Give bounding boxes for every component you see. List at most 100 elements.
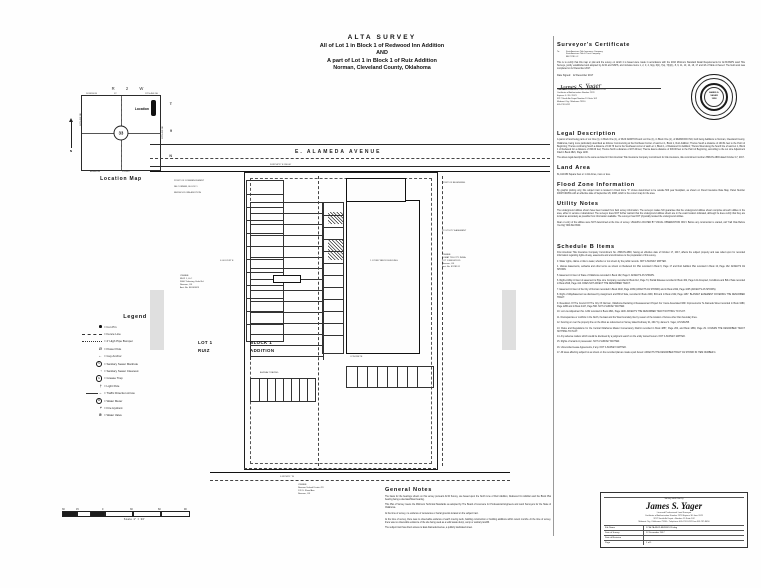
street-label-alameda: E. ALAMEDA AVENUE	[295, 149, 382, 155]
annotation-north-bearing: N 89°58'11" E 330.00'	[270, 164, 292, 166]
stamp-sub-0: Licensed Professional Land Surveyor	[656, 512, 692, 514]
legend-label: = Sanitary Sewer Cleanout	[104, 369, 139, 374]
legal-description-heading: Legal Description	[557, 130, 616, 137]
schedule-b-item: 12. Fencing on over the property line on…	[557, 322, 690, 325]
legend-row-manhole: S= Sanitary Sewer Manhole	[72, 360, 184, 367]
annotation-concrete: CONCRETE	[350, 356, 363, 358]
annotation-ne-corner: NE CORNER, BLOCK 1	[174, 186, 198, 188]
legend-row-dash-line: = Fence Line	[72, 330, 184, 337]
lot-label-left: LOT 1	[198, 340, 213, 345]
grease-trap-icon: G	[72, 375, 104, 382]
certificate-line-5: 405-732-2412	[557, 103, 570, 106]
location-pin-label: Location	[134, 107, 149, 111]
stamp-row-value: 17-ALTA-RUIZ-REDWOOD.dwg	[646, 526, 678, 529]
legend-row-traffic-arrow: →= Traffic Direction Arrow	[72, 390, 184, 397]
stamp-sub-3: Midwest City, Oklahoma 73110 • Telephone…	[638, 520, 710, 523]
general-note-paragraph: At the time of survey, there was no obse…	[385, 518, 551, 524]
right-information-panel: Surveyor's Certificate To: First America…	[557, 42, 745, 360]
location-map: R 2 W 33 Location ROBINSON ST 12TH AVE N…	[62, 86, 180, 182]
schedule-b-item: 16. Unrecorded Lease Agreements, if any.…	[557, 346, 627, 349]
legend-title: Legend	[123, 314, 147, 320]
scale-tick-2: 0	[102, 508, 104, 511]
stamp-prepared-by: Survey and Plat by	[664, 498, 684, 500]
surveyors-certificate-section: Surveyor's Certificate To: First America…	[557, 42, 745, 126]
utility-notes-body1: The underground utilities shown have bee…	[557, 209, 745, 219]
dot-icon	[72, 325, 104, 328]
schedule-b-item: 3. Water rights, claims or title to wate…	[557, 260, 667, 263]
north-label: N	[69, 149, 73, 153]
stamp-sub-2: 3217 South Air Depot • Number 19 Suite 1…	[653, 517, 695, 520]
location-map-section-number: 33	[113, 125, 129, 141]
graphic-scale-bar: 30 15 0 30 60 90 Scale 1" = 30'	[62, 508, 207, 521]
legend: Legend = Iron Pin = Fence Line = 2' High P…	[72, 314, 184, 419]
legend-row-water-valve: ⊗= Water Valve	[72, 412, 184, 419]
annotation-asphalt: ASPHALT PAVING	[260, 372, 279, 374]
seal-text-0: JAMES S.	[708, 92, 720, 95]
legend-label: = Grease Trap	[104, 376, 123, 381]
schedule-b-item: 5. Easement in favor of State of Oklahom…	[557, 274, 655, 277]
legend-label: = Light Pole	[104, 383, 120, 388]
surveyor-stamp-block: Survey and Plat by James S. Yager Licens…	[600, 492, 748, 548]
loc-edge-top-mid: ST	[114, 93, 117, 95]
legal-description-closing: The above legal description is the same …	[557, 157, 745, 160]
power-pole-icon: Ø	[98, 345, 102, 351]
dash-line-icon	[72, 333, 104, 335]
schedule-b-item: 6. Right-of-Way in favor of easement to …	[557, 280, 745, 286]
stamp-border-top	[604, 495, 744, 498]
legend-row-water-meter: W= Water Meter	[72, 397, 184, 404]
location-map-range-header: R 2 W	[111, 86, 149, 91]
scale-tick-0: 30	[62, 508, 65, 511]
loc-edge-bottom-left: ALAMEDA	[90, 171, 100, 173]
certificate-addressee-2: BB 2178 LLC	[566, 56, 579, 59]
location-map-caption: Location Map	[100, 176, 142, 182]
schedule-b-heading: Schedule B Items	[557, 243, 615, 250]
loc-edge-bottom-mid: STREET	[122, 171, 131, 173]
legend-label: = Fence Line	[104, 332, 121, 337]
legend-row-light-pole: †= Light Pole	[72, 382, 184, 389]
traffic-arrow-icon: →	[72, 391, 104, 395]
utility-notes-section: Utility Notes The underground utilities …	[557, 201, 745, 227]
stamp-row: Date of Revision	[604, 534, 744, 540]
guy-anchor-icon: ←	[98, 353, 102, 359]
township-label-9: 9	[170, 129, 172, 133]
north-arrow-icon: N	[66, 118, 76, 153]
loc-edge-left: 24TH AVE NE	[80, 112, 82, 126]
lot-label-right-sub: ADDITION	[250, 348, 275, 353]
location-pin-icon	[151, 100, 156, 116]
light-pole-icon: †	[99, 382, 102, 388]
annotation-south-bearing: S 89°58'11" W	[280, 476, 294, 478]
stamp-surveyor-name: James S. Yager	[645, 501, 703, 511]
document-title-line1: ALTA SURVEY	[347, 34, 417, 41]
schedule-b-item: 8. Right of Way/Easement as disclosed by…	[557, 294, 745, 300]
panel-divider	[553, 36, 554, 536]
stamp-row-value: 12 December 2017	[646, 531, 665, 534]
flood-zone-heading: Flood Zone Information	[557, 181, 635, 188]
schedule-b-section: Schedule B Items First American Title In…	[557, 244, 745, 356]
general-note-paragraph: This Plat of Survey meets the Minimum Te…	[385, 504, 551, 510]
legend-row-guy-anchor: ←= Guy Anchor	[72, 353, 184, 360]
certificate-date-value: 12 December 2017	[572, 73, 594, 77]
document-title-line2: All of Lot 1 in Block 1 of Redwood Inn A…	[319, 42, 445, 49]
certificate-date-label: Date Signed:	[557, 73, 571, 77]
x-line-icon	[72, 340, 104, 342]
scale-bar-caption: Scale 1" = 30'	[123, 517, 146, 521]
legend-row-x-line: = 2' High Pipe Bumper	[72, 338, 184, 345]
certificate-addressee-0: First American Title Insurance Company	[566, 50, 603, 53]
surveyors-certificate-heading: Surveyor's Certificate	[557, 42, 631, 48]
legend-label: = Iron Pin	[104, 324, 117, 329]
schedule-b-item: 17. All taxes affecting subject lot as s…	[557, 352, 717, 355]
water-meter-icon: W	[95, 397, 102, 404]
survey-drawing: E. ALAMEDA AVENUE	[150, 140, 550, 495]
certificate-line-0: Oklahoma Professional Land Surveyor Numb…	[557, 89, 606, 92]
certificate-line-4: Midwest City, Oklahoma 73110	[557, 100, 586, 103]
document-title-line4: A part of Lot 1 in Block 1 of Ruiz Addit…	[327, 57, 437, 64]
scale-tick-1: 15	[76, 508, 79, 511]
township-label-n: N	[169, 154, 172, 158]
stamp-row-key: File Name	[604, 525, 644, 530]
owner-block-south: OWNER: Norman School District 29 131 S. …	[298, 484, 324, 495]
schedule-b-intro: First American Title Insurance Company C…	[557, 252, 745, 258]
legend-label: = 2' High Pipe Bumper	[104, 339, 133, 344]
